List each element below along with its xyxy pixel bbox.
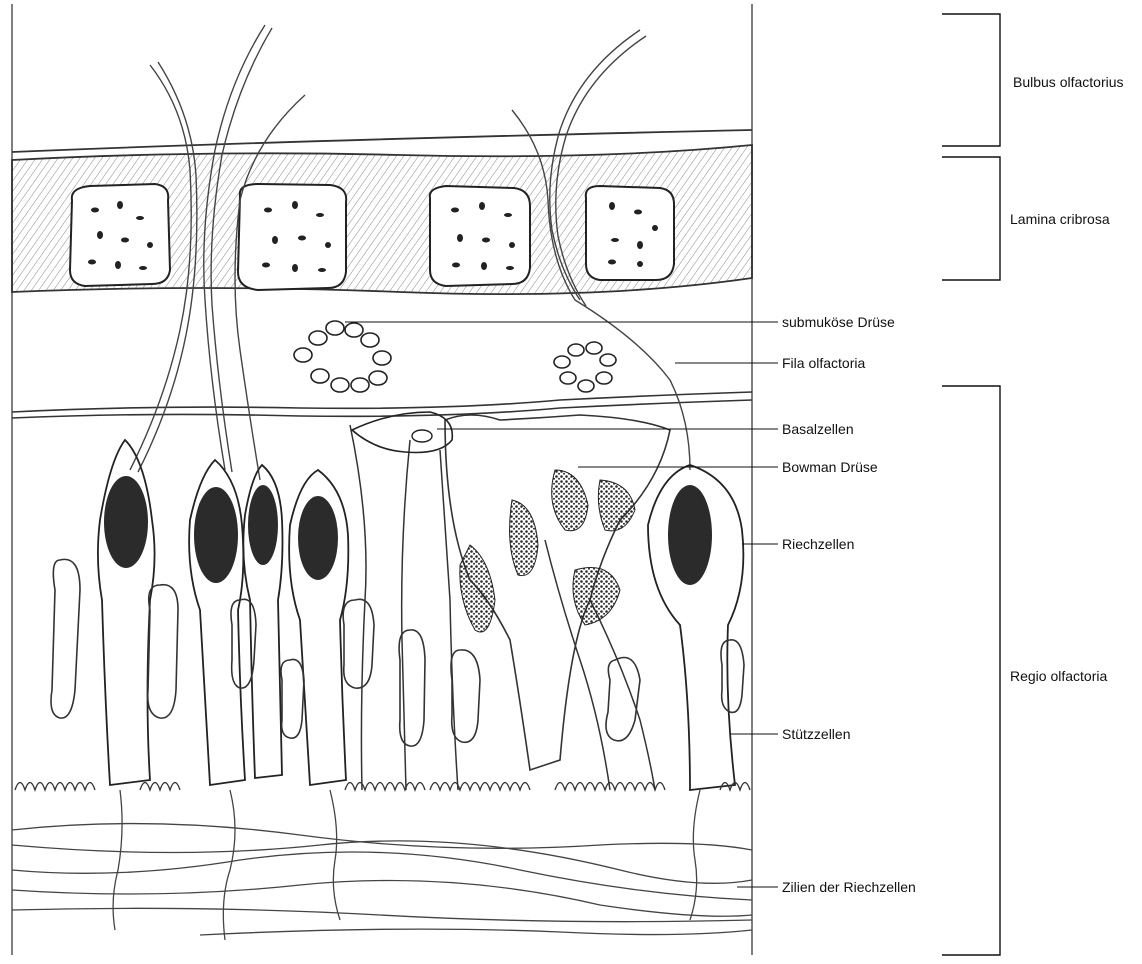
braces [942, 14, 1000, 955]
label-regio-olfactoria: Regio olfactoria [1010, 668, 1107, 684]
receptor-cilia [12, 790, 752, 940]
label-lamina-cribrosa: Lamina cribrosa [1010, 211, 1110, 227]
label-bulbus-olfactorius: Bulbus olfactorius [1013, 74, 1124, 90]
label-basalzellen: Basalzellen [782, 421, 854, 437]
label-bowman-druese: Bowman Drüse [782, 459, 878, 475]
label-zilien-der-riechzellen: Zilien der Riechzellen [782, 879, 916, 895]
label-riechzellen: Riechzellen [782, 536, 854, 552]
submucosal-glands [294, 321, 616, 392]
label-submukoese-druese: submuköse Drüse [782, 314, 895, 330]
basement-membrane [12, 392, 752, 418]
basal-cell [352, 412, 452, 453]
leader-lines [345, 322, 778, 887]
label-fila-olfactoria: Fila olfactoria [782, 355, 865, 371]
label-stuetzzellen: Stützzellen [782, 726, 850, 742]
